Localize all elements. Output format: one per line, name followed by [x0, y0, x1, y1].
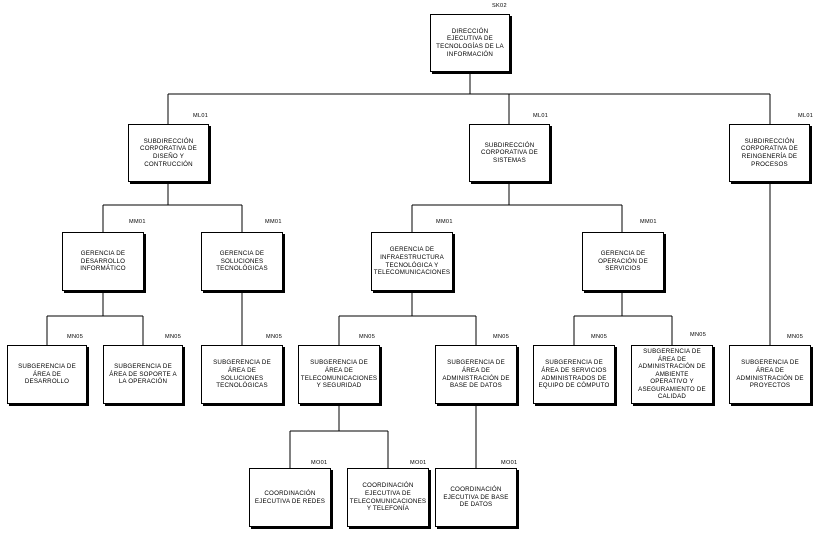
code-subgerencia-soluciones: MN05 — [266, 334, 283, 340]
code-subgerencia-telecom: MN05 — [359, 334, 376, 340]
code-gerencia-infraestructura: MM01 — [436, 219, 453, 225]
node-subgerencia-computo: SUBGERENCIA DE ÁREA DE SERVICIOS ADMINIS… — [533, 345, 615, 404]
code-gerencia-desarrollo: MM01 — [129, 219, 146, 225]
code-subgerencia-ambiente: MN05 — [690, 332, 707, 338]
node-subgerencia-soporte: SUBGERENCIA DE ÁREA DE SOPORTE A LA OPER… — [103, 345, 183, 404]
node-subgerencia-base-datos: SUBGERENCIA DE ÁREA DE ADMINISTRACIÓN DE… — [435, 345, 517, 404]
node-gerencia-desarrollo: GERENCIA DE DESARROLLO INFORMÁTICO — [62, 232, 144, 291]
code-subgerencia-proyectos: MN05 — [787, 334, 804, 340]
node-subdireccion-sistemas: SUBDIRECCIÓN CORPORATIVA DE SISTEMAS — [469, 124, 550, 182]
code-subgerencia-computo: MN05 — [591, 334, 608, 340]
code-coordinacion-telecom: MO01 — [410, 460, 427, 466]
code-subdireccion-sistemas: ML01 — [533, 113, 549, 119]
node-subgerencia-proyectos: SUBGERENCIA DE ÁREA DE ADMINISTRACIÓN DE… — [729, 345, 811, 404]
code-coordinacion-redes: MO01 — [311, 460, 328, 466]
code-gerencia-operacion: MM01 — [640, 219, 657, 225]
code-subgerencia-soporte: MN05 — [165, 334, 182, 340]
code-coordinacion-base-datos: MO01 — [501, 460, 518, 466]
code-gerencia-soluciones: MM01 — [265, 219, 282, 225]
node-coordinacion-redes: COORDINACIÓN EJECUTIVA DE REDES — [249, 468, 331, 527]
code-subdireccion-diseno: ML01 — [193, 113, 209, 119]
node-gerencia-infraestructura: GERENCIA DE INFRAESTRUCTURA TECNOLÓGICA … — [371, 232, 453, 291]
node-coordinacion-telecom: COORDINACIÓN EJECUTIVA DE TELECOMUNICACI… — [347, 468, 429, 527]
node-gerencia-operacion: GERENCIA DE OPERACIÓN DE SERVICIOS — [582, 232, 664, 291]
node-subgerencia-desarrollo: SUBGERENCIA DE ÁREA DE DESARROLLO — [7, 345, 87, 404]
node-subgerencia-soluciones: SUBGERENCIA DE ÁREA DE SOLUCIONES TECNOL… — [201, 345, 283, 404]
node-subdireccion-diseno: SUBDIRECCIÓN CORPORATIVA DE DISEÑO Y CON… — [128, 124, 209, 182]
node-gerencia-soluciones: GERENCIA DE SOLUCIONES TECNOLÓGICAS — [201, 232, 283, 291]
node-direccion-ejecutiva: DIRECCIÓN EJECUTIVA DE TECNOLOGÍAS DE LA… — [430, 14, 510, 72]
node-coordinacion-base-datos: COORDINACIÓN EJECUTIVA DE BASE DE DATOS — [435, 468, 517, 527]
code-subdireccion-reingenieria: ML01 — [798, 113, 814, 119]
code-direccion-ejecutiva: SK02 — [492, 3, 507, 9]
code-subgerencia-base-datos: MN05 — [493, 334, 510, 340]
code-subgerencia-desarrollo: MN05 — [67, 334, 84, 340]
node-subgerencia-telecom: SUBGERENCIA DE ÁREA DE TELECOMUNICACIONE… — [298, 345, 380, 404]
node-subgerencia-ambiente: SUBGERENCIA DE ÁREA DE ADMINISTRACIÓN DE… — [631, 345, 713, 404]
node-subdireccion-reingenieria: SUBDIRECCIÓN CORPORATIVA DE REINGENERÍA … — [729, 124, 810, 182]
